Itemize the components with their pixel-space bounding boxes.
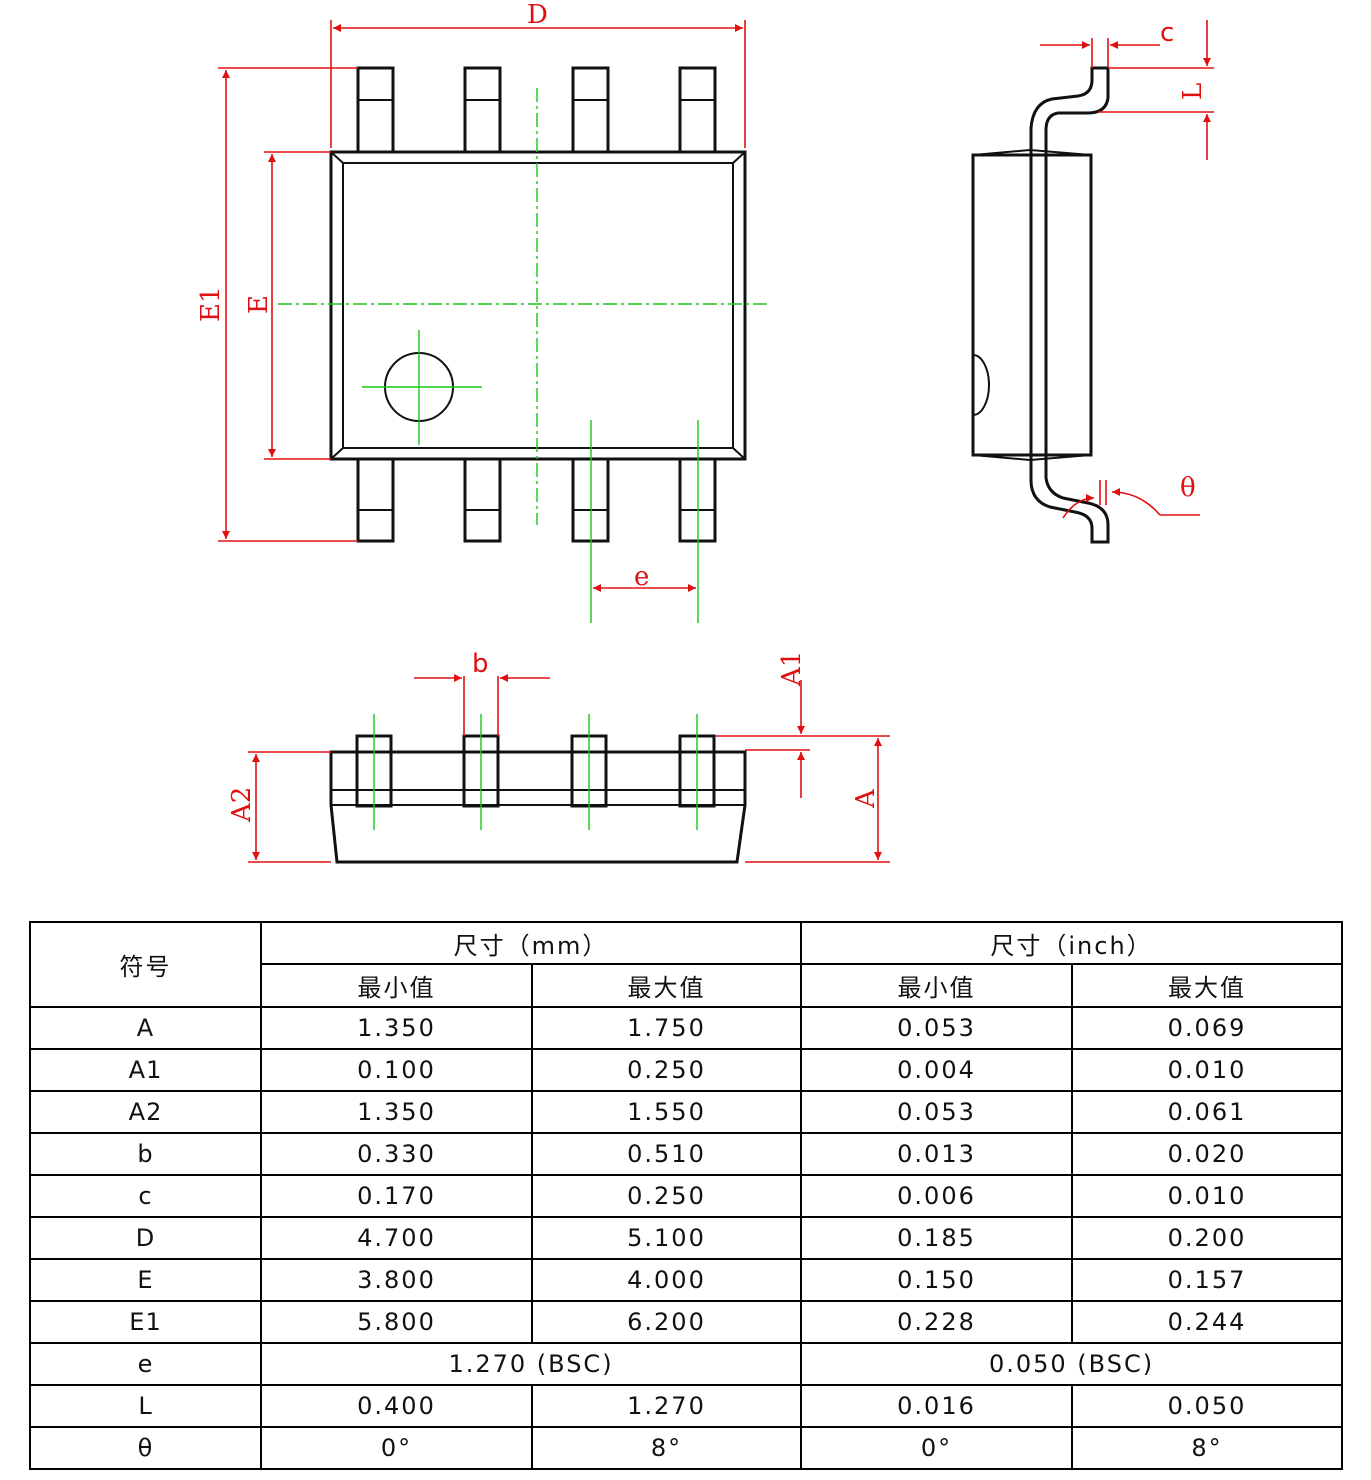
- label-e: e: [634, 562, 649, 592]
- table-row-e: e 1.270 (BSC) 0.050 (BSC): [29, 1342, 1344, 1386]
- table-row: A1 0.100 0.250 0.004 0.010: [29, 1048, 1344, 1092]
- table-row-L: L 0.400 1.270 0.016 0.050: [29, 1384, 1344, 1428]
- side-lead: [1029, 66, 1110, 544]
- table-row: A 1.350 1.750 0.053 0.069: [29, 1006, 1344, 1050]
- label-E: E: [244, 295, 274, 314]
- label-c: c: [1160, 18, 1174, 48]
- label-A1: A1: [777, 651, 807, 687]
- label-theta: θ: [1180, 473, 1196, 503]
- label-A2: A2: [227, 787, 257, 823]
- table-row: E1 5.800 6.200 0.228 0.244: [29, 1300, 1344, 1344]
- front-leads: [355, 734, 716, 808]
- header-symbol: 符号: [29, 921, 262, 1008]
- header-inch-max: 最大值: [1071, 963, 1344, 1008]
- table-row: A2 1.350 1.550 0.053 0.061: [29, 1090, 1344, 1134]
- label-b: b: [472, 649, 489, 679]
- table-row: b 0.330 0.510 0.013 0.020: [29, 1132, 1344, 1176]
- header-inch-min: 最小值: [800, 963, 1074, 1008]
- header-mm-max: 最大值: [530, 963, 803, 1008]
- table-row-theta: θ 0° 8° 0° 8°: [29, 1426, 1344, 1470]
- table-row: c 0.170 0.250 0.006 0.010: [29, 1174, 1344, 1218]
- package-body-outline: [329, 150, 747, 461]
- top-view: D E1 E e: [196, 0, 768, 623]
- front-view: b A1 A A2: [227, 649, 890, 864]
- table-row: D 4.700 5.100 0.185 0.200: [29, 1216, 1344, 1260]
- header-mm-min: 最小值: [260, 963, 533, 1008]
- label-A: A: [851, 788, 881, 809]
- top-leads: [356, 66, 717, 154]
- label-E1: E1: [196, 286, 226, 322]
- header-inch: 尺寸（inch）: [800, 921, 1344, 965]
- side-view: c L θ: [971, 18, 1214, 544]
- label-D: D: [527, 0, 548, 30]
- dimension-table: 符号 尺寸（mm） 尺寸（inch） 最小值 最大值 最小值 最大值 A 1.3…: [29, 921, 1344, 1470]
- table-row: E 3.800 4.000 0.150 0.157: [29, 1258, 1344, 1302]
- package-drawing: D E1 E e c L: [196, 0, 1214, 864]
- label-L: L: [1178, 83, 1208, 100]
- package-body-inner: [342, 162, 734, 449]
- header-mm: 尺寸（mm）: [259, 921, 803, 965]
